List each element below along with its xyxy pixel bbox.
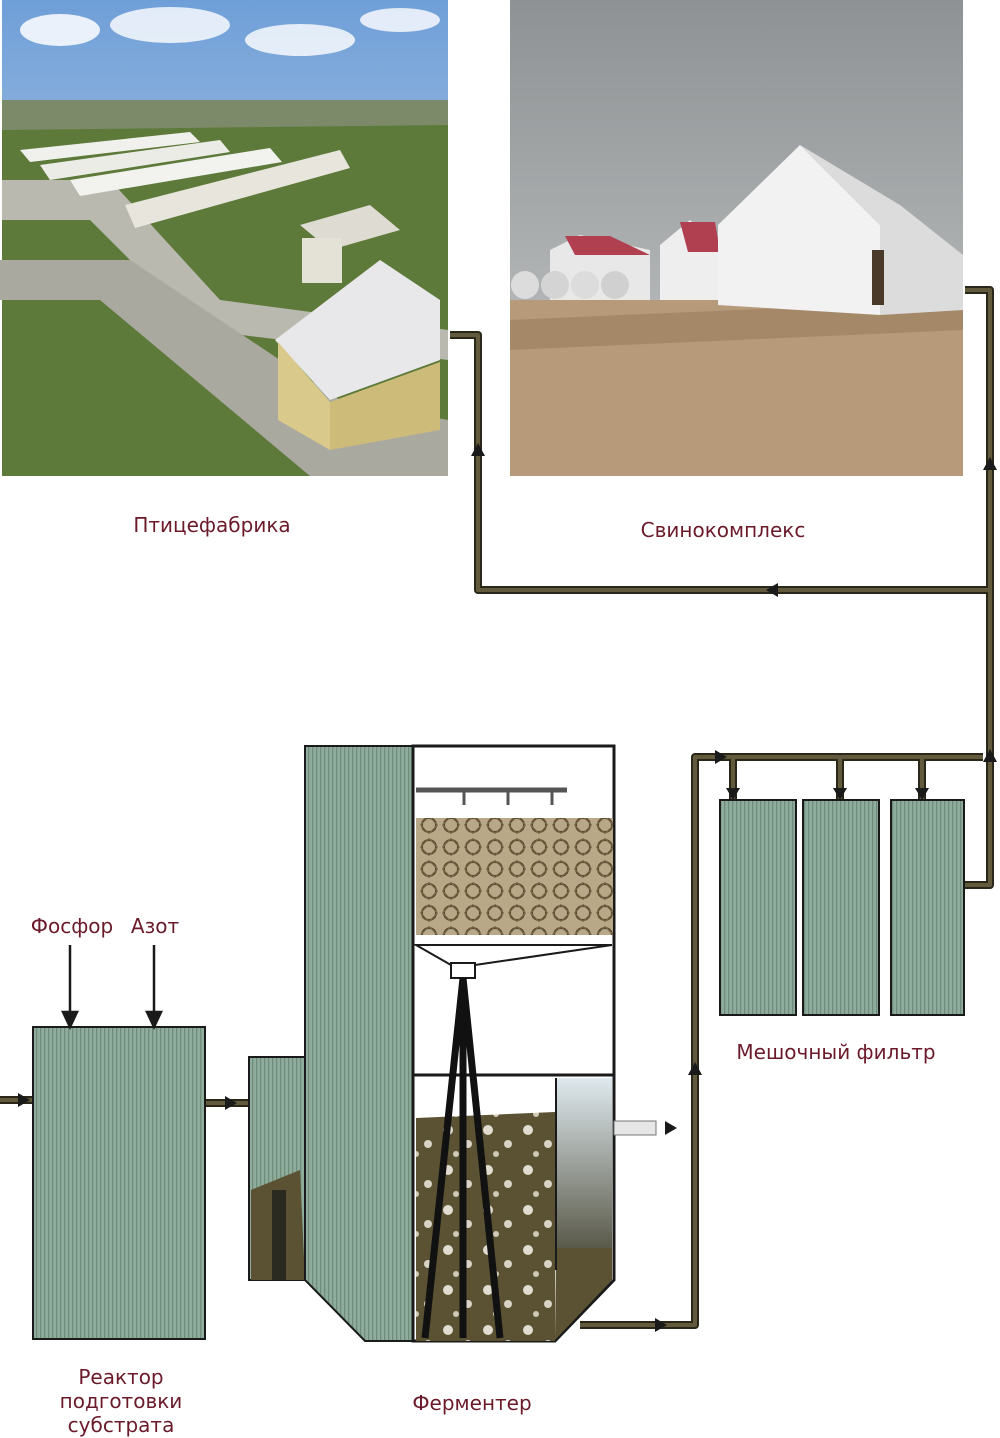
- reactor-input-arrows: [61, 945, 163, 1030]
- label-reactor-2: подготовки: [60, 1389, 183, 1413]
- label-reactor-1: Реактор: [78, 1365, 163, 1389]
- substrate-reactor: [32, 1026, 206, 1340]
- label-nitrogen: Азот: [131, 914, 180, 938]
- pipe-network-inner: [0, 288, 992, 1327]
- label-poultry-farm: Птицефабрика: [133, 513, 290, 537]
- fermenter: [248, 744, 657, 1343]
- label-fermenter: Ферментер: [412, 1391, 531, 1415]
- pig-complex-photo: [510, 0, 963, 476]
- label-phosphorus: Фосфор: [31, 914, 113, 938]
- label-reactor-3: субстрата: [68, 1413, 175, 1437]
- bag-filters: [719, 799, 965, 1016]
- label-pig-complex: Свинокомплекс: [641, 518, 806, 542]
- flow-arrows: [18, 443, 997, 1332]
- bag-filter-3: [890, 799, 965, 1016]
- label-bag-filter: Мешочный фильтр: [736, 1040, 935, 1064]
- bag-filter-1: [719, 799, 797, 1016]
- poultry-farm-photo: [0, 0, 448, 476]
- bag-filter-2: [802, 799, 880, 1016]
